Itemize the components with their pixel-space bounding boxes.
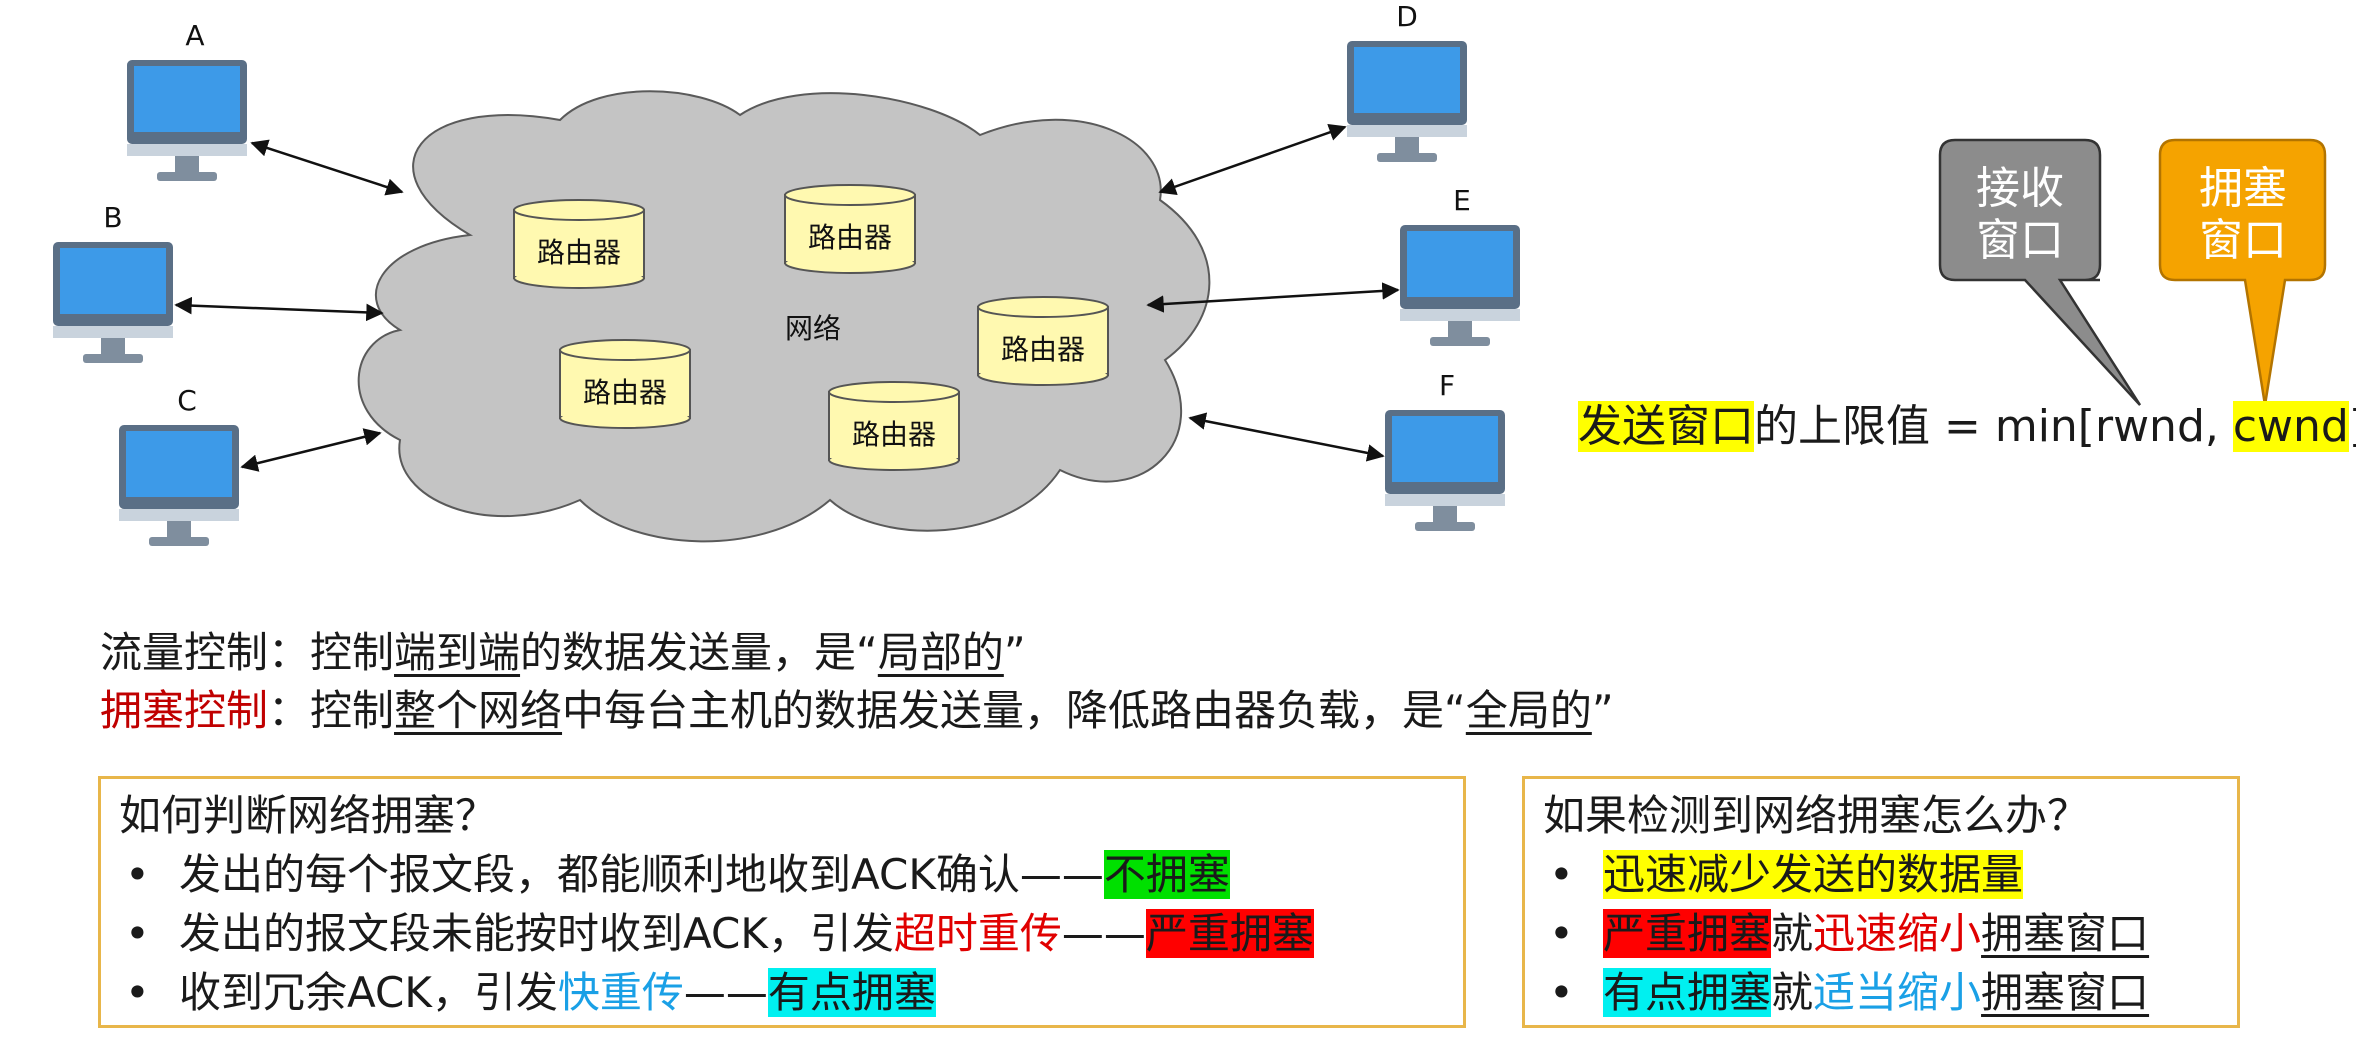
mild-congestion-badge: 有点拥塞: [767, 968, 936, 1017]
router-label: 路由器: [852, 418, 936, 451]
no-congestion-badge: 不拥塞: [1103, 850, 1230, 899]
receive-window-callout: 接收 窗口: [1938, 138, 2142, 406]
flow-control-text: ：控制: [268, 628, 395, 677]
list-item: • 有点拥塞就适当缩小拥塞窗口: [1543, 963, 2237, 1022]
flow-control-text: ”: [1003, 628, 1026, 677]
host-label: C: [177, 384, 197, 417]
host-e: E: [1400, 184, 1520, 346]
flow-control-definition: 流量控制：控制端到端的数据发送量，是“局部的”: [100, 624, 1026, 682]
host-label: F: [1439, 369, 1455, 402]
fast-retransmit-text: 快重传: [557, 968, 684, 1017]
router-label: 路由器: [583, 376, 667, 409]
bullet: •: [125, 968, 150, 1017]
congestion-control-text: ”: [1591, 686, 1614, 735]
congestion-control-text: 中每台主机的数据发送量，降低路由器负载，是“: [562, 686, 1466, 735]
flow-control-term: 流量控制: [100, 628, 269, 677]
severe-congestion-badge: 严重拥塞: [1603, 909, 1772, 958]
router-2: 路由器: [784, 184, 916, 274]
item-text: 收到冗余ACK，引发: [179, 968, 558, 1017]
item-text: 发出的报文段未能按时收到ACK，引发: [179, 909, 894, 958]
link-c: [240, 428, 382, 472]
congestion-control-text: ：控制: [268, 686, 395, 735]
link-b: [174, 296, 384, 322]
host-c: C: [119, 384, 239, 546]
router-5: 路由器: [828, 381, 960, 471]
list-item: • 迅速减少发送的数据量: [1543, 845, 2237, 904]
whole-network-underlined: 整个网络: [394, 686, 563, 735]
bullet: •: [1549, 909, 1574, 958]
congestion-control-term: 拥塞控制: [100, 686, 269, 735]
congestion-window-line1: 拥塞: [2199, 163, 2287, 214]
router-1: 路由器: [513, 199, 645, 289]
reduce-data-badge: 迅速减少发送的数据量: [1603, 850, 2024, 899]
link-d: [1158, 123, 1347, 196]
host-label: E: [1453, 184, 1471, 217]
congestion-window-line2: 窗口: [2199, 215, 2287, 266]
judge-box-title: 如何判断网络拥塞？: [119, 791, 498, 840]
global-underlined: 全局的: [1465, 686, 1592, 735]
item-dash: ——: [1061, 909, 1146, 958]
timeout-retransmit-text: 超时重传: [893, 909, 1062, 958]
host-f: F: [1385, 369, 1505, 531]
host-label: A: [185, 19, 204, 52]
send-window-formula: 发送窗口的上限值 = min[rwnd, cwnd]: [1578, 398, 2356, 456]
link-f: [1188, 412, 1385, 462]
bullet: •: [125, 909, 150, 958]
congestion-control-definition: 拥塞控制：控制整个网络中每台主机的数据发送量，降低路由器负载，是“全局的”: [100, 682, 1614, 740]
congestion-window-underlined: 拥塞窗口: [1981, 968, 2150, 1017]
end-to-end-underlined: 端到端: [394, 628, 521, 677]
host-label: D: [1396, 0, 1418, 33]
bullet: •: [1549, 850, 1574, 899]
router-3: 路由器: [977, 296, 1109, 386]
send-window-term: 发送窗口: [1578, 401, 1754, 452]
receive-window-line2: 窗口: [1976, 215, 2064, 266]
list-item: • 发出的报文段未能按时收到ACK，引发超时重传——严重拥塞: [119, 904, 1463, 963]
formula-close: ]: [2349, 401, 2356, 452]
link-a: [250, 139, 404, 196]
item-dash: ——: [683, 968, 768, 1017]
list-item: • 严重拥塞就迅速缩小拥塞窗口: [1543, 904, 2237, 963]
list-item: • 发出的每个报文段，都能顺利地收到ACK确认——不拥塞: [119, 845, 1463, 904]
congestion-action-box: 如果检测到网络拥塞怎么办？ •迅速减少发送的数据量 •严重拥塞就迅速缩小拥塞窗口…: [1522, 776, 2240, 1028]
router-label: 路由器: [1001, 333, 1085, 366]
link-e: [1146, 282, 1400, 313]
router-label: 路由器: [808, 221, 892, 254]
judge-congestion-box: 如何判断网络拥塞？ • 发出的每个报文段，都能顺利地收到ACK确认——不拥塞 • 发…: [98, 776, 1466, 1028]
network-diagram: 网络 路由器 路由器 路由器 路由器 路由器 A B C D E: [53, 0, 2327, 546]
mild-congestion-badge: 有点拥塞: [1603, 968, 1772, 1017]
bullet: •: [125, 850, 150, 899]
action-box-title: 如果检测到网络拥塞怎么办？: [1543, 791, 2090, 840]
network-label: 网络: [785, 313, 841, 344]
shrink-fast-text: 迅速缩小: [1813, 909, 1982, 958]
host-b: B: [53, 201, 173, 363]
item-text: 发出的每个报文段，都能顺利地收到ACK确认——: [179, 850, 1104, 899]
formula-middle: 的上限值 = min[rwnd,: [1754, 401, 2233, 452]
cwnd-term: cwnd: [2232, 401, 2349, 452]
congestion-window-callout: 拥塞 窗口: [2158, 138, 2327, 406]
item-text: 就: [1771, 909, 1814, 958]
congestion-window-underlined: 拥塞窗口: [1981, 909, 2150, 958]
receive-window-line1: 接收: [1976, 163, 2064, 214]
local-underlined: 局部的: [877, 628, 1004, 677]
item-text: 就: [1771, 968, 1814, 1017]
list-item: • 收到冗余ACK，引发快重传——有点拥塞: [119, 963, 1463, 1022]
host-a: A: [127, 19, 247, 181]
router-label: 路由器: [537, 236, 621, 269]
host-d: D: [1347, 0, 1467, 162]
bullet: •: [1549, 968, 1574, 1017]
router-4: 路由器: [559, 339, 691, 429]
flow-control-text: 的数据发送量，是“: [520, 628, 878, 677]
shrink-moderately-text: 适当缩小: [1813, 968, 1982, 1017]
host-label: B: [103, 201, 122, 234]
severe-congestion-badge: 严重拥塞: [1145, 909, 1314, 958]
